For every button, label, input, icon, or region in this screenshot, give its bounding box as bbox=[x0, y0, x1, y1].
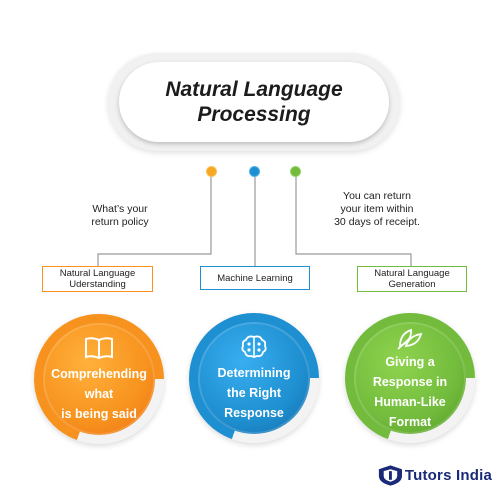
circle-text-line-1: Determining bbox=[217, 366, 291, 380]
note-right-line-1: You can return bbox=[343, 190, 411, 202]
label-nlg: Natural Language Generation bbox=[357, 266, 467, 292]
dot-blue bbox=[250, 167, 259, 176]
note-right: You can return your item within 30 days … bbox=[322, 190, 432, 229]
circle-disc: Determining the Right Response bbox=[198, 322, 310, 434]
circle-text-line-3: Human-Like bbox=[374, 395, 446, 409]
title-pill-inner: Natural Language Processing bbox=[119, 62, 389, 142]
circle-text-line-3: is being said bbox=[61, 407, 137, 421]
label-ml-line-1: Machine Learning bbox=[217, 272, 293, 284]
circle-text-line-1: Giving a bbox=[385, 355, 435, 369]
connector-right bbox=[295, 176, 412, 266]
circle-comprehending: Comprehending what is being said bbox=[34, 314, 164, 444]
circle-disc: Comprehending what is being said bbox=[43, 323, 155, 435]
label-nlu-line-2: Uderstanding bbox=[69, 279, 126, 290]
emblem-icon bbox=[378, 465, 402, 486]
circle-text-line-4: Format bbox=[388, 415, 432, 429]
label-nlg-line-1: Natural Language bbox=[374, 268, 450, 279]
label-nlu-line-1: Natural Language bbox=[59, 268, 136, 279]
note-right-line-2: your item within bbox=[340, 203, 414, 215]
connector-left bbox=[97, 176, 212, 266]
leaves-icon bbox=[397, 328, 423, 350]
circle-text-line-2: what bbox=[84, 387, 114, 401]
book-icon bbox=[85, 337, 113, 360]
title-pill: Natural Language Processing bbox=[108, 53, 400, 151]
label-ml: Machine Learning bbox=[200, 266, 310, 290]
brand-logo: Tutors India bbox=[376, 462, 492, 488]
note-left-line-1: What’s your bbox=[92, 203, 148, 215]
note-right-line-3: 30 days of receipt. bbox=[334, 216, 420, 228]
circle-text-line-2: Response in bbox=[372, 375, 448, 389]
label-nlu: Natural Language Uderstanding bbox=[42, 266, 153, 292]
circle-text-line-2: the Right bbox=[226, 386, 282, 400]
logo-text: Tutors India bbox=[404, 466, 492, 484]
title-line-1: Natural Language bbox=[165, 78, 343, 101]
label-nlg-line-2: Generation bbox=[388, 279, 436, 290]
brain-icon bbox=[241, 335, 267, 358]
circle-determining: Determining the Right Response bbox=[189, 313, 319, 443]
circle-giving: Giving a Response in Human-Like Format bbox=[345, 313, 475, 443]
dot-green bbox=[291, 167, 300, 176]
circle-text-line-3: Response bbox=[224, 406, 284, 420]
dot-orange bbox=[207, 167, 216, 176]
title-line-2: Processing bbox=[197, 103, 311, 126]
circle-disc: Giving a Response in Human-Like Format bbox=[354, 322, 466, 434]
note-left: What’s your return policy bbox=[80, 203, 160, 229]
circle-text-line-1: Comprehending bbox=[51, 367, 147, 381]
note-left-line-2: return policy bbox=[91, 216, 149, 228]
